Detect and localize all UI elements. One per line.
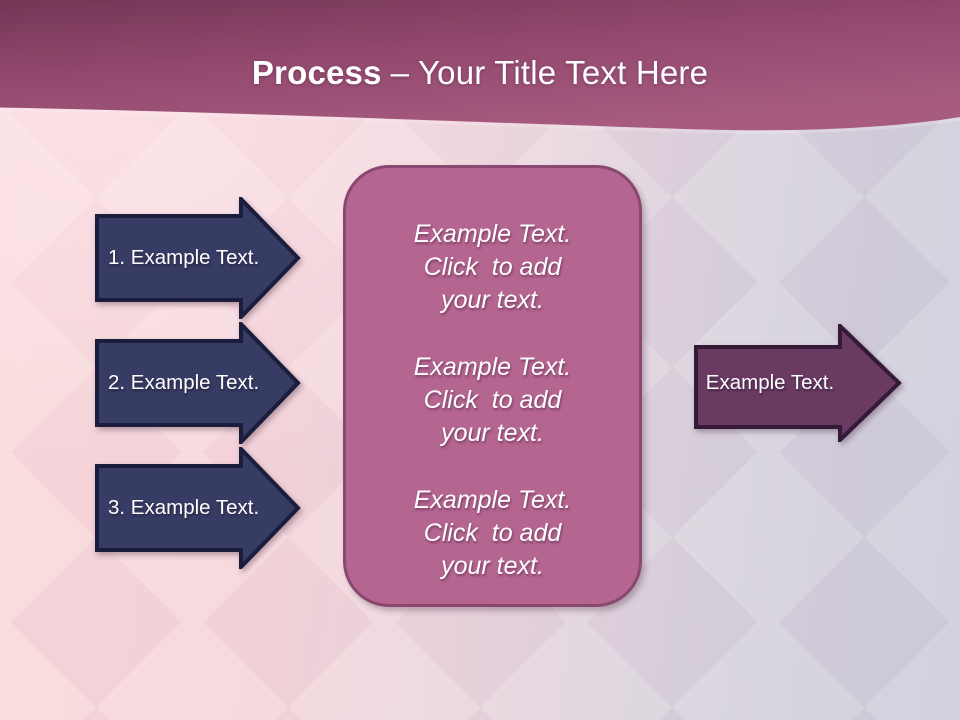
box-paragraph-1: Example Text. Click to add your text.: [414, 218, 571, 317]
box-line: your text.: [441, 552, 544, 580]
box-line: Example Text.: [413, 486, 572, 514]
box-line: Example Text.: [413, 220, 572, 248]
header-wave-highlight: [0, 108, 960, 134]
process-arrow-3[interactable]: 3. Example Text.: [95, 447, 301, 569]
process-arrow-2[interactable]: 2. Example Text.: [95, 322, 301, 444]
header-wave-shape: [0, 0, 960, 131]
box-paragraph-3: Example Text. Click to add your text.: [414, 484, 571, 583]
slide-title[interactable]: Process– Your Title Text Here: [0, 54, 960, 92]
box-line: Example Text.: [413, 353, 572, 381]
header-band: [0, 0, 960, 134]
right-arrow-shape-icon: [95, 197, 301, 319]
process-arrow-1[interactable]: 1. Example Text.: [95, 197, 301, 319]
box-line: Click to add: [423, 386, 562, 414]
right-arrow-shape-icon: [95, 447, 301, 569]
title-rest: – Your Title Text Here: [390, 54, 709, 91]
result-arrow-label: Example Text.: [705, 371, 835, 394]
result-arrow[interactable]: Example Text.: [694, 324, 902, 442]
right-arrow-shape-icon: [95, 322, 301, 444]
right-arrow-shape-icon: [694, 324, 902, 442]
box-line: Click to add: [423, 253, 562, 281]
box-line: Click to add: [423, 519, 562, 547]
example-text-box[interactable]: Example Text. Click to add your text. Ex…: [343, 165, 642, 607]
box-line: your text.: [441, 419, 544, 447]
title-keyword: Process: [251, 54, 382, 91]
box-paragraph-2: Example Text. Click to add your text.: [414, 351, 571, 450]
process-arrow-1-label: 1. Example Text.: [108, 246, 260, 269]
process-arrow-3-label: 3. Example Text.: [108, 496, 260, 519]
process-arrow-2-label: 2. Example Text.: [108, 371, 260, 394]
box-line: your text.: [441, 286, 544, 314]
